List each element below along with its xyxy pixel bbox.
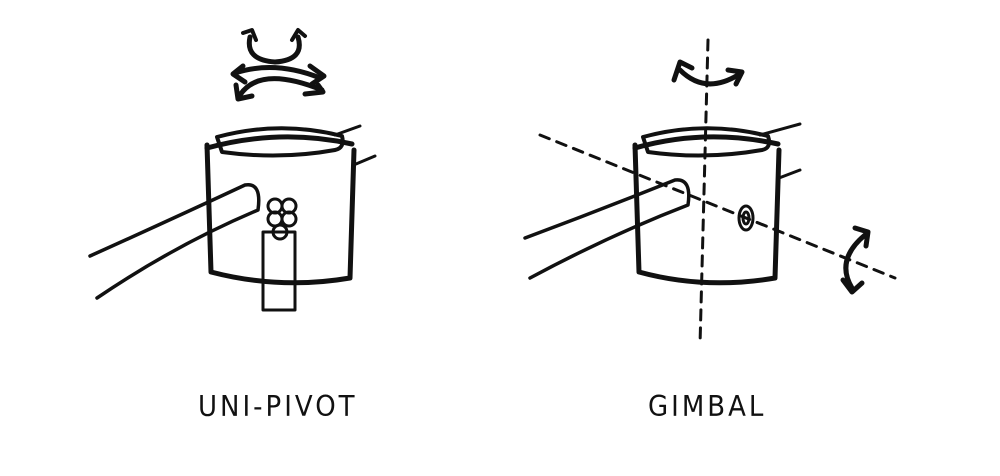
rod bbox=[523, 178, 691, 280]
pivot-screw-icon bbox=[261, 197, 298, 312]
uni-pivot-label: UNI-PIVOT bbox=[198, 390, 358, 424]
post-bracket bbox=[632, 122, 802, 286]
gimbal-label: GIMBAL bbox=[648, 390, 767, 424]
gimbal-drawing bbox=[523, 38, 897, 347]
gimbal-screw-icon bbox=[737, 204, 755, 232]
rod bbox=[88, 182, 261, 300]
roll-rotation-arrow-icon bbox=[840, 225, 871, 295]
vertical-axis-line bbox=[698, 38, 710, 347]
rotation-arrow-icon bbox=[241, 28, 307, 65]
uni-pivot-drawing bbox=[88, 28, 377, 312]
yaw-rotation-arrow-icon bbox=[671, 59, 745, 87]
horizontal-axis-line bbox=[538, 133, 897, 280]
post-bracket bbox=[204, 124, 377, 286]
multi-direction-arrow-icon bbox=[230, 63, 327, 102]
